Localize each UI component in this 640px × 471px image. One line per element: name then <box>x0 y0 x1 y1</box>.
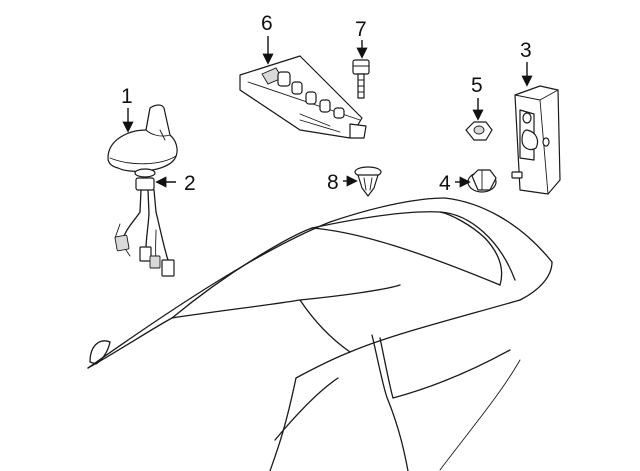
vehicle-body-outline <box>87 197 553 471</box>
shark-fin-antenna <box>107 104 178 178</box>
callout-4: 4 <box>439 172 451 195</box>
antenna-cable-harness <box>114 177 175 277</box>
callout-5: 5 <box>471 74 483 97</box>
callout-2: 2 <box>184 172 196 195</box>
hex-nut-5 <box>465 121 493 141</box>
callout-arrows <box>122 36 533 188</box>
antenna-bracket-3 <box>511 85 561 195</box>
callout-7: 7 <box>355 18 367 41</box>
callout-3: 3 <box>520 39 532 62</box>
callout-labels: 1 2 3 4 5 6 7 8 <box>121 12 532 195</box>
flange-nut-4 <box>467 169 497 193</box>
callout-6: 6 <box>261 12 273 35</box>
push-clip <box>354 166 382 197</box>
callout-8: 8 <box>327 171 339 194</box>
mounting-bolt <box>352 59 370 99</box>
antenna-amplifier-module <box>239 55 367 139</box>
callout-1: 1 <box>121 85 133 108</box>
